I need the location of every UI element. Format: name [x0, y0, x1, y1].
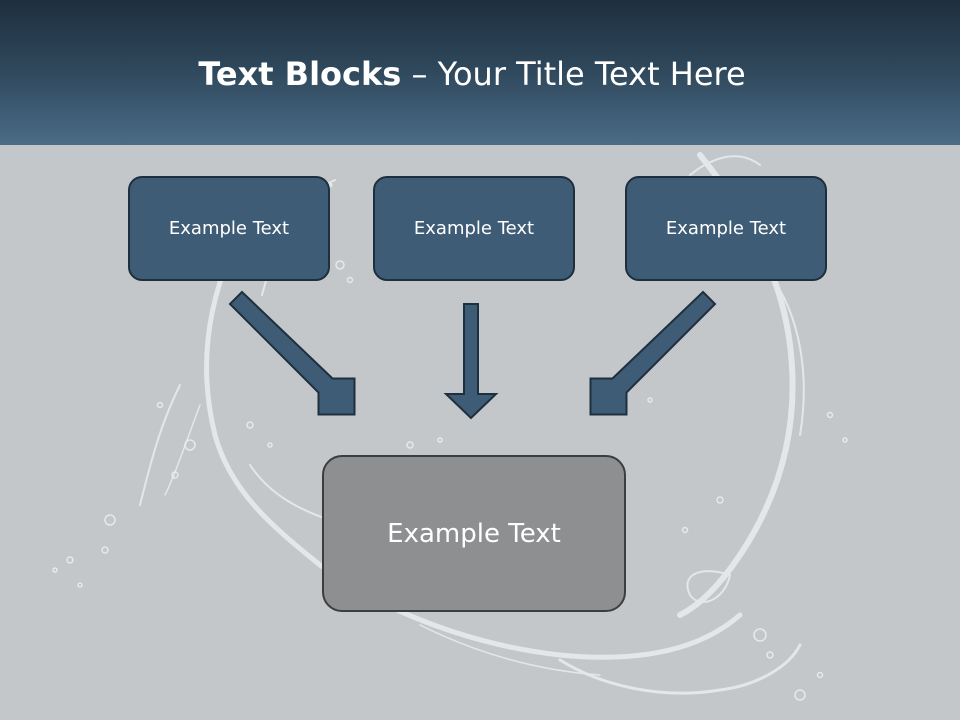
arrow-right-to-bottom — [589, 290, 717, 416]
slide-title: Text Blocks – Your Title Text Here — [0, 52, 944, 96]
text-block-center: Example Text — [373, 176, 575, 281]
text-block-bottom: Example Text — [322, 455, 626, 612]
title-regular-part: – Your Title Text Here — [401, 55, 746, 93]
arrow-center-to-bottom — [443, 303, 499, 420]
text-block-right: Example Text — [625, 176, 827, 281]
title-bar — [0, 0, 960, 145]
text-block-right-label: Example Text — [665, 218, 787, 239]
title-bold-part: Text Blocks — [198, 55, 402, 93]
arrow-left-to-bottom — [228, 290, 356, 416]
text-block-bottom-label: Example Text — [387, 518, 561, 549]
text-block-left: Example Text — [128, 176, 330, 281]
text-block-left-label: Example Text — [168, 218, 290, 239]
text-block-center-label: Example Text — [413, 218, 535, 239]
